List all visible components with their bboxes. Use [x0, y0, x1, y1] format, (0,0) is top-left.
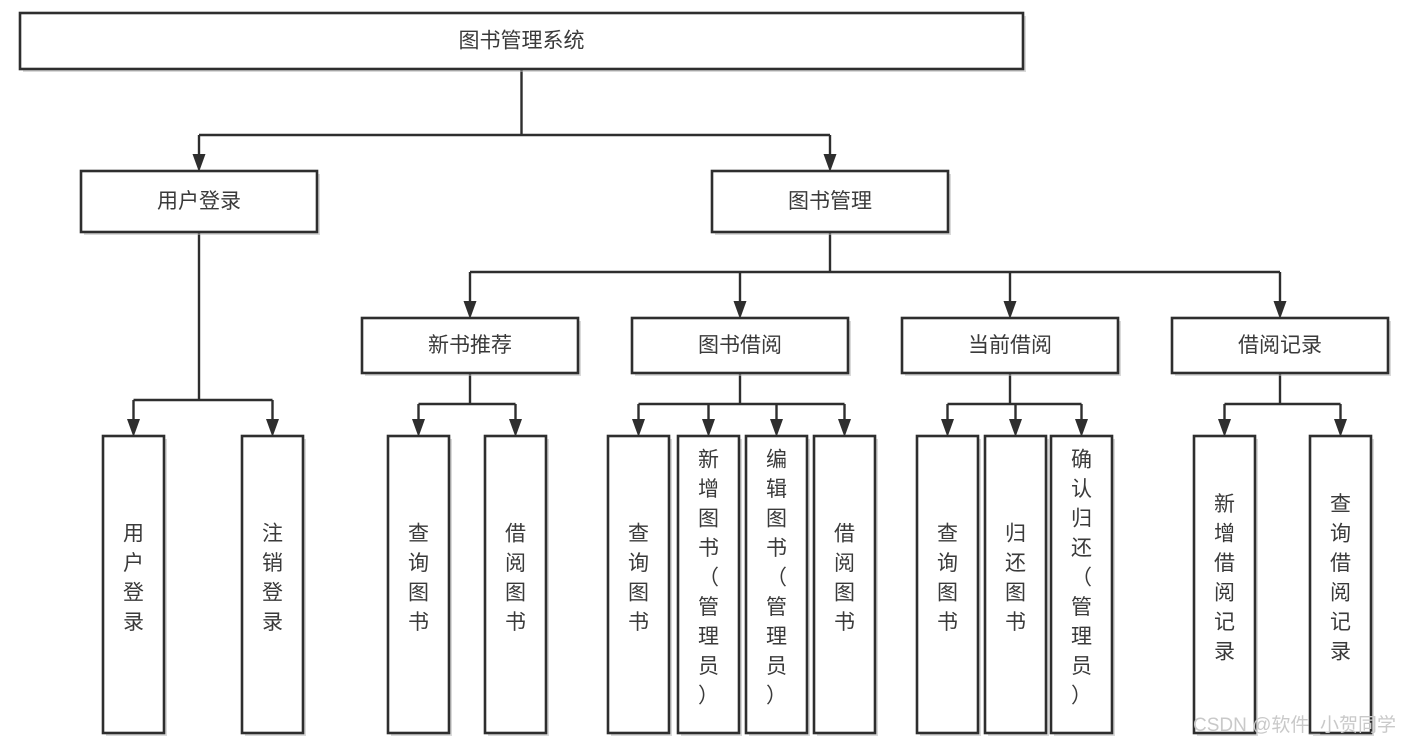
node-rect[interactable]	[240, 434, 305, 735]
node-label: 查询图书	[408, 522, 429, 634]
node-n-leaf-edit-book[interactable]: 编辑图书（管理员）	[744, 434, 810, 736]
node-n-leaf-logout[interactable]: 注销登录	[240, 434, 306, 736]
node-label: 借阅图书	[834, 522, 855, 634]
nodes-layer: 图书管理系统用户登录图书管理新书推荐图书借阅当前借阅借阅记录用户登录注销登录查询…	[18, 11, 1391, 736]
node-rect[interactable]	[900, 316, 1120, 375]
arrow-head-icon	[941, 419, 954, 437]
node-label: 图书借阅	[698, 334, 782, 357]
node-n-leaf-query-book-3[interactable]: 查询图书	[915, 434, 981, 736]
node-label: 确认归还（管理员）	[1071, 449, 1092, 708]
node-label: 图书管理系统	[459, 30, 585, 53]
node-rect[interactable]	[1192, 434, 1257, 735]
edge-group-n-new-book-rec	[412, 373, 522, 437]
node-n-borrow-record[interactable]: 借阅记录	[1170, 316, 1391, 376]
node-n-book-borrow[interactable]: 图书借阅	[630, 316, 851, 376]
node-rect[interactable]	[676, 434, 741, 735]
node-n-leaf-confirm-return[interactable]: 确认归还（管理员）	[1049, 434, 1115, 736]
arrow-head-icon	[733, 301, 747, 319]
node-label: 新增借阅记录	[1214, 493, 1235, 664]
node-label: 注销登录	[262, 522, 283, 634]
arrow-head-icon	[1218, 419, 1231, 437]
arrow-head-icon	[127, 419, 140, 437]
arrow-head-icon	[412, 419, 425, 437]
node-label: 借阅记录	[1238, 334, 1322, 357]
node-rect[interactable]	[812, 434, 877, 735]
node-n-book-manage[interactable]: 图书管理	[710, 169, 951, 235]
edge-group-n-borrow-record	[1218, 373, 1347, 437]
node-label: 借阅图书	[505, 522, 526, 634]
node-rect[interactable]	[101, 434, 166, 735]
node-root[interactable]: 图书管理系统	[18, 11, 1026, 72]
node-label: 图书管理	[788, 190, 872, 213]
node-rect[interactable]	[386, 434, 451, 735]
node-rect[interactable]	[18, 11, 1025, 71]
arrow-head-icon	[1003, 301, 1017, 319]
node-rect[interactable]	[744, 434, 809, 735]
node-label: 新书推荐	[428, 334, 512, 357]
node-label: 查询图书	[628, 522, 649, 634]
node-rect[interactable]	[1049, 434, 1114, 735]
node-n-leaf-borrow-book-1[interactable]: 借阅图书	[483, 434, 549, 736]
arrow-head-icon	[770, 419, 783, 437]
node-rect[interactable]	[710, 169, 950, 234]
edge-group-n-book-manage	[463, 232, 1287, 319]
arrow-head-icon	[823, 154, 837, 172]
edge-group-n-book-borrow	[632, 373, 851, 437]
node-rect[interactable]	[1308, 434, 1373, 735]
arrow-head-icon	[702, 419, 715, 437]
node-label: 归还图书	[1005, 522, 1026, 634]
node-rect[interactable]	[915, 434, 980, 735]
arrow-head-icon	[838, 419, 851, 437]
edge-group-n-current-borrow	[941, 373, 1088, 437]
node-rect[interactable]	[606, 434, 671, 735]
edges-layer	[127, 69, 1347, 437]
node-label: 新增图书（管理员）	[698, 449, 719, 708]
node-rect[interactable]	[360, 316, 580, 375]
node-label: 用户登录	[157, 190, 241, 213]
node-rect[interactable]	[483, 434, 548, 735]
node-label: 用户登录	[123, 522, 144, 634]
node-n-current-borrow[interactable]: 当前借阅	[900, 316, 1121, 376]
node-n-leaf-borrow-book-2[interactable]: 借阅图书	[812, 434, 878, 736]
node-rect[interactable]	[630, 316, 850, 375]
csdn-watermark: CSDN @软件_小贺同学	[1193, 714, 1396, 736]
node-rect[interactable]	[1170, 316, 1390, 375]
node-n-leaf-user-login[interactable]: 用户登录	[101, 434, 167, 736]
arrow-head-icon	[1334, 419, 1347, 437]
arrow-head-icon	[1009, 419, 1022, 437]
arrow-head-icon	[632, 419, 645, 437]
node-rect[interactable]	[983, 434, 1048, 735]
node-n-leaf-query-book-1[interactable]: 查询图书	[386, 434, 452, 736]
node-n-new-book-rec[interactable]: 新书推荐	[360, 316, 581, 376]
node-n-leaf-return-book[interactable]: 归还图书	[983, 434, 1049, 736]
node-label: 查询图书	[937, 522, 958, 634]
node-n-leaf-add-book[interactable]: 新增图书（管理员）	[676, 434, 742, 736]
node-label: 查询借阅记录	[1330, 493, 1351, 664]
edge-group-n-user-login	[127, 232, 279, 437]
node-n-leaf-query-book-2[interactable]: 查询图书	[606, 434, 672, 736]
node-n-user-login[interactable]: 用户登录	[79, 169, 320, 235]
arrow-head-icon	[1075, 419, 1088, 437]
arrow-head-icon	[192, 154, 206, 172]
node-n-leaf-add-record[interactable]: 新增借阅记录	[1192, 434, 1258, 736]
arrow-head-icon	[266, 419, 279, 437]
arrow-head-icon	[1273, 301, 1287, 319]
edge-group-root	[192, 69, 837, 172]
arrow-head-icon	[509, 419, 522, 437]
arrow-head-icon	[463, 301, 477, 319]
node-label: 编辑图书（管理员）	[766, 449, 787, 708]
node-n-leaf-query-record[interactable]: 查询借阅记录	[1308, 434, 1374, 736]
node-rect[interactable]	[79, 169, 319, 234]
node-label: 当前借阅	[968, 334, 1052, 357]
